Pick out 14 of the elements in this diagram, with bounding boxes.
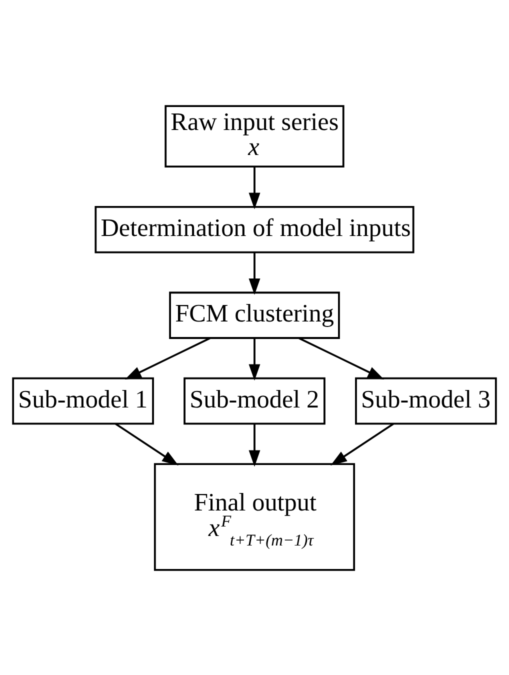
arrow — [248, 338, 260, 380]
node-box: FCM clustering — [169, 291, 340, 338]
node-box: Sub-model 3 — [355, 376, 497, 424]
arrow — [330, 422, 394, 465]
node-box: Sub-model 1 — [12, 376, 154, 424]
node-box: Raw input series x — [164, 104, 344, 167]
node-box: Determination of model inputs — [94, 205, 414, 253]
arrow — [248, 166, 260, 209]
arrow — [124, 336, 210, 379]
arrow — [298, 336, 384, 379]
arrow — [248, 252, 260, 294]
arrow — [248, 424, 260, 466]
node-box: Sub-model 2 — [184, 376, 326, 424]
arrow — [115, 422, 178, 465]
